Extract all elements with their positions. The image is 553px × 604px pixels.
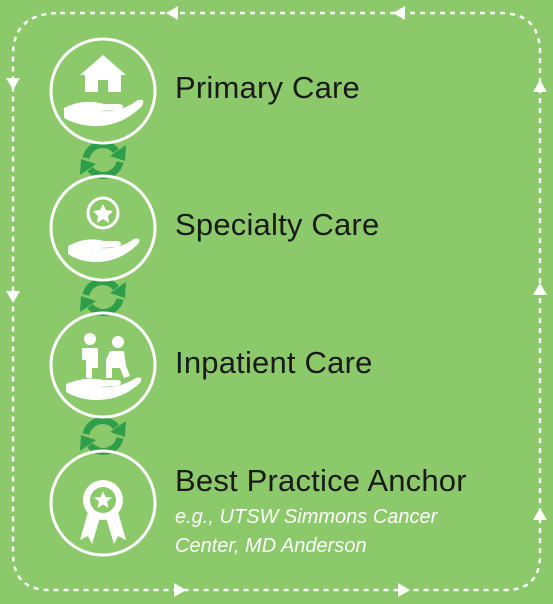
anchor-example-line-2: Center, MD Anderson (175, 535, 367, 557)
anchor-example-line-1: e.g., UTSW Simmons Cancer (175, 506, 438, 528)
step-circle-inpatient (49, 311, 157, 419)
arrowhead-bottom-right (398, 583, 410, 597)
step-label-specialty-care: Specialty Care (175, 207, 380, 242)
arrowhead-right-bottom (533, 508, 547, 520)
dashed-loop-border (11, 11, 542, 592)
arrowhead-right-mid (533, 283, 547, 295)
step-circle-specialty (49, 174, 157, 282)
cycle-arrows-icon (80, 413, 126, 459)
cycle-arrows-icon (80, 274, 126, 320)
loop-arrowheads (6, 6, 547, 597)
arrowhead-right-top (533, 80, 547, 92)
house-hand-icon (64, 55, 144, 126)
arrowhead-top-right (393, 6, 405, 20)
arrowhead-left-top (6, 78, 20, 90)
step-circle-anchor (49, 449, 157, 557)
arrowhead-bottom-left (174, 583, 186, 597)
award-ribbon-icon (80, 480, 126, 544)
arrowhead-left-mid (6, 291, 20, 303)
step-label-best-practice-anchor: Best Practice Anchor (175, 463, 467, 498)
step-label-primary-care: Primary Care (175, 70, 360, 105)
arrowhead-top-left (166, 6, 178, 20)
star-hand-icon (68, 196, 140, 262)
patients-hand-icon (66, 333, 142, 400)
step-label-inpatient-care: Inpatient Care (175, 345, 373, 380)
step-circle-primary (49, 37, 157, 145)
